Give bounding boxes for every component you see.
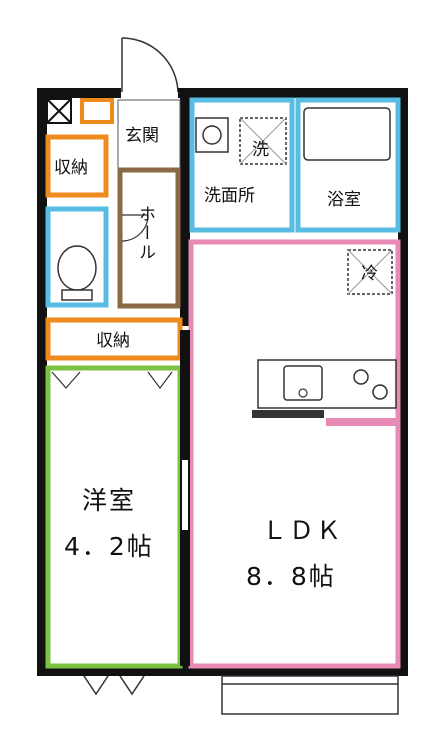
hall-area: [117, 167, 181, 309]
kitchen-counter: [257, 359, 397, 409]
fridge-label: 冷: [361, 264, 378, 284]
washbasin-icon: [195, 117, 229, 153]
sink-icon: [283, 365, 323, 401]
bath-label: 浴室: [327, 190, 361, 210]
closet-door-right: [147, 371, 173, 389]
western-room-size: 4．2帖: [64, 532, 154, 561]
hall-label: ホール: [135, 205, 155, 262]
ldk-area: [188, 239, 401, 669]
toilet-icon: [57, 245, 97, 291]
storage-top-area: [45, 134, 109, 198]
storage-small: [80, 98, 114, 124]
bath-area: [295, 97, 401, 233]
storage-top-label: 収納: [54, 158, 88, 178]
balcony: [221, 675, 399, 715]
shaft-icon: [46, 98, 72, 124]
storage-mid-label: 収納: [96, 331, 130, 351]
stove-icon: [353, 369, 388, 400]
ldk-size: 8．8帖: [246, 562, 336, 591]
genkan-label: 玄関: [125, 126, 159, 146]
western-room-area: [45, 365, 183, 669]
washroom-area: [189, 97, 295, 233]
outer-walls: [37, 88, 408, 676]
ldk-name: ＬＤＫ: [262, 516, 344, 545]
western-room-name: 洋室: [82, 486, 137, 515]
closet-door-left: [51, 371, 81, 389]
washroom-label: 洗面所: [204, 186, 255, 206]
bay-window-left: [83, 675, 145, 696]
washer-label: 洗: [252, 140, 269, 160]
toilet-area: [45, 206, 109, 308]
hall-door: [121, 214, 149, 242]
bathtub-icon: [303, 107, 391, 161]
entrance-door: [121, 37, 179, 93]
genkan-area: [117, 99, 181, 169]
